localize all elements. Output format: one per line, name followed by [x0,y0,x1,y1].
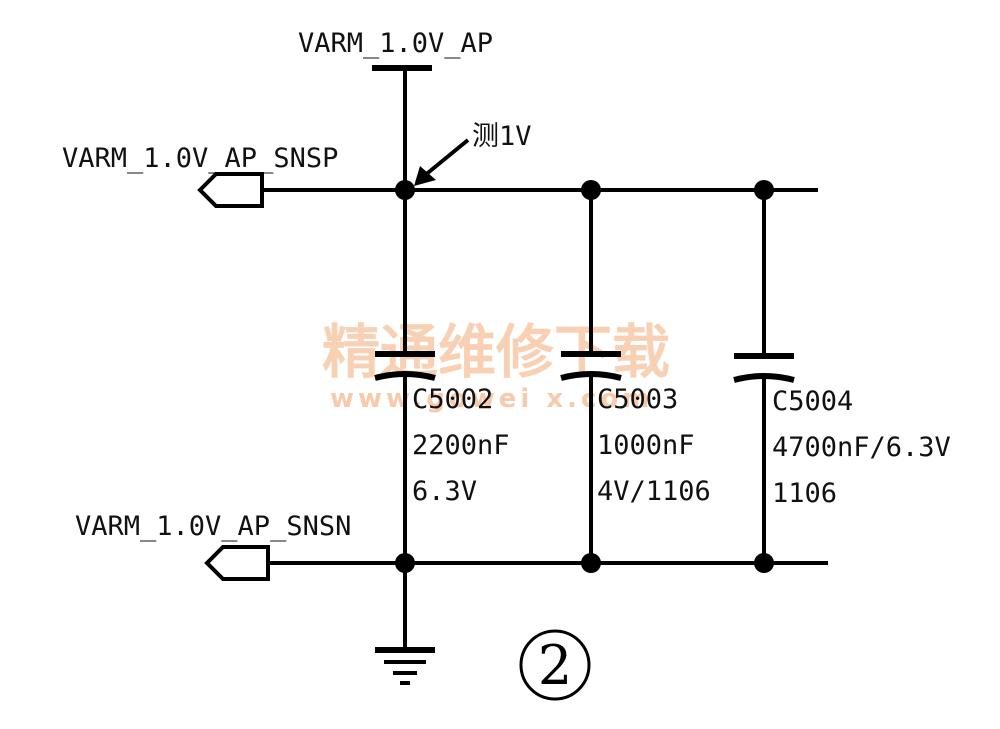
c5004-ref: C5004 [772,386,853,417]
c5003-value: 1000nF [597,430,695,461]
c5004-rating: 1106 [772,478,837,509]
junction-dot [581,553,601,573]
c5002-ref: C5002 [412,384,493,415]
c5002-rating: 6.3V [412,476,477,507]
junction-dot [581,180,601,200]
c5002-value: 2200nF [412,430,510,461]
junction-dot [754,553,774,573]
measure-note: 测1V [472,121,532,152]
arrow-icon [422,138,470,178]
arrow-icon-head [414,166,436,186]
snsp-label: VARM_1.0V_AP_SNSP [62,143,338,174]
c5003-plate-bottom [560,371,622,381]
junction-dot [754,180,774,200]
watermark-url: www.gowei x.com [330,384,653,414]
c5004-value: 4700nF/6.3V [772,432,951,463]
ground-icon [375,563,435,685]
c5003-rating: 4V/1106 [597,476,711,507]
c5004-plate-bottom [733,373,795,383]
junction-dot [395,180,415,200]
c5003-ref: C5003 [597,384,678,415]
port-arrow-icon [197,172,264,208]
port-arrow-icon [204,545,270,581]
power-rail-label: VARM_1.0V_AP [298,28,493,59]
snsn-label: VARM_1.0V_AP_SNSN [75,511,351,542]
diagram-number-circle [519,629,591,701]
diagram-number: 2 [538,634,572,697]
c5002-plate-bottom [374,371,436,381]
